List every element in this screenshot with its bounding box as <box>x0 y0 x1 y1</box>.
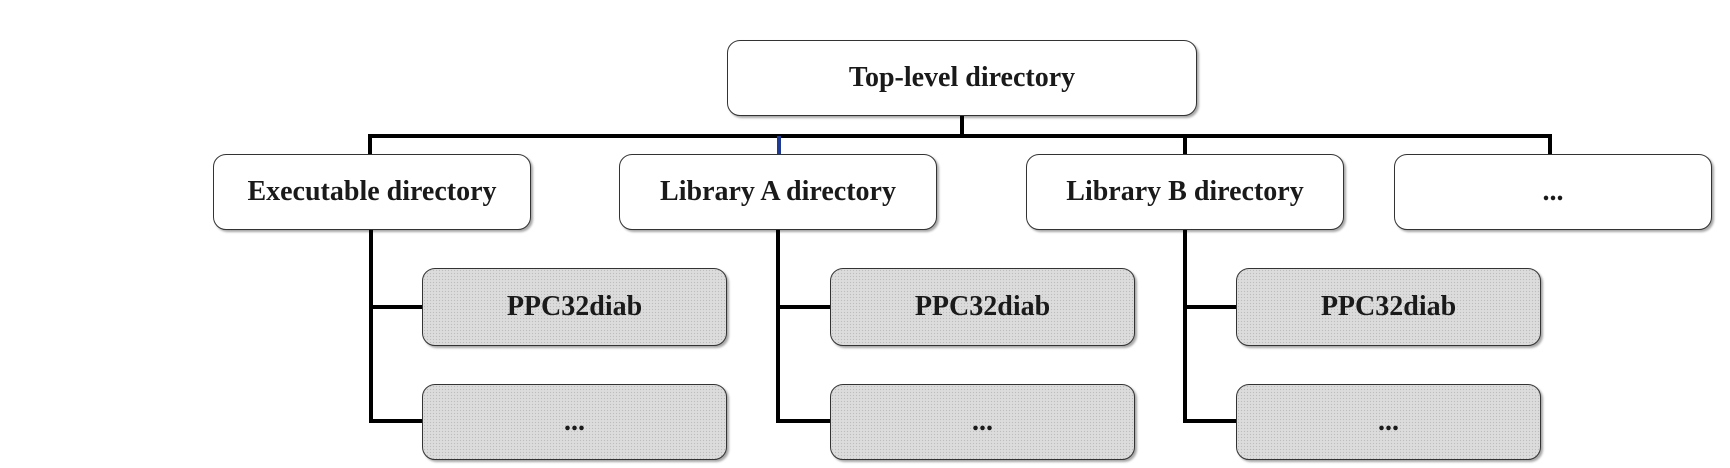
library-a-subdir-ppc32diab: PPC32diab <box>830 268 1135 346</box>
library-a-subdir-more: ... <box>830 384 1135 460</box>
more-directories-label: ... <box>1542 176 1564 207</box>
subdir-label: PPC32diab <box>914 291 1051 322</box>
executable-directory-box: Executable directory <box>213 154 531 230</box>
library-b-subdir-more: ... <box>1236 384 1541 460</box>
library-b-subdir-ppc32diab: PPC32diab <box>1236 268 1541 346</box>
more-directories-box: ... <box>1394 154 1712 230</box>
executable-subdir-more: ... <box>422 384 727 460</box>
subdir-label: ... <box>564 406 585 437</box>
subdir-label: ... <box>1378 406 1399 437</box>
root-directory-box: Top-level directory <box>727 40 1197 116</box>
executable-directory-label: Executable directory <box>247 176 497 207</box>
library-a-directory-label: Library A directory <box>660 176 896 207</box>
library-b-directory-label: Library B directory <box>1066 176 1304 207</box>
subdir-label: ... <box>972 406 993 437</box>
subdir-label: PPC32diab <box>1320 291 1457 322</box>
library-b-directory-box: Library B directory <box>1026 154 1344 230</box>
executable-subdir-ppc32diab: PPC32diab <box>422 268 727 346</box>
subdir-label: PPC32diab <box>506 291 643 322</box>
library-a-directory-box: Library A directory <box>619 154 937 230</box>
root-directory-label: Top-level directory <box>848 62 1076 93</box>
